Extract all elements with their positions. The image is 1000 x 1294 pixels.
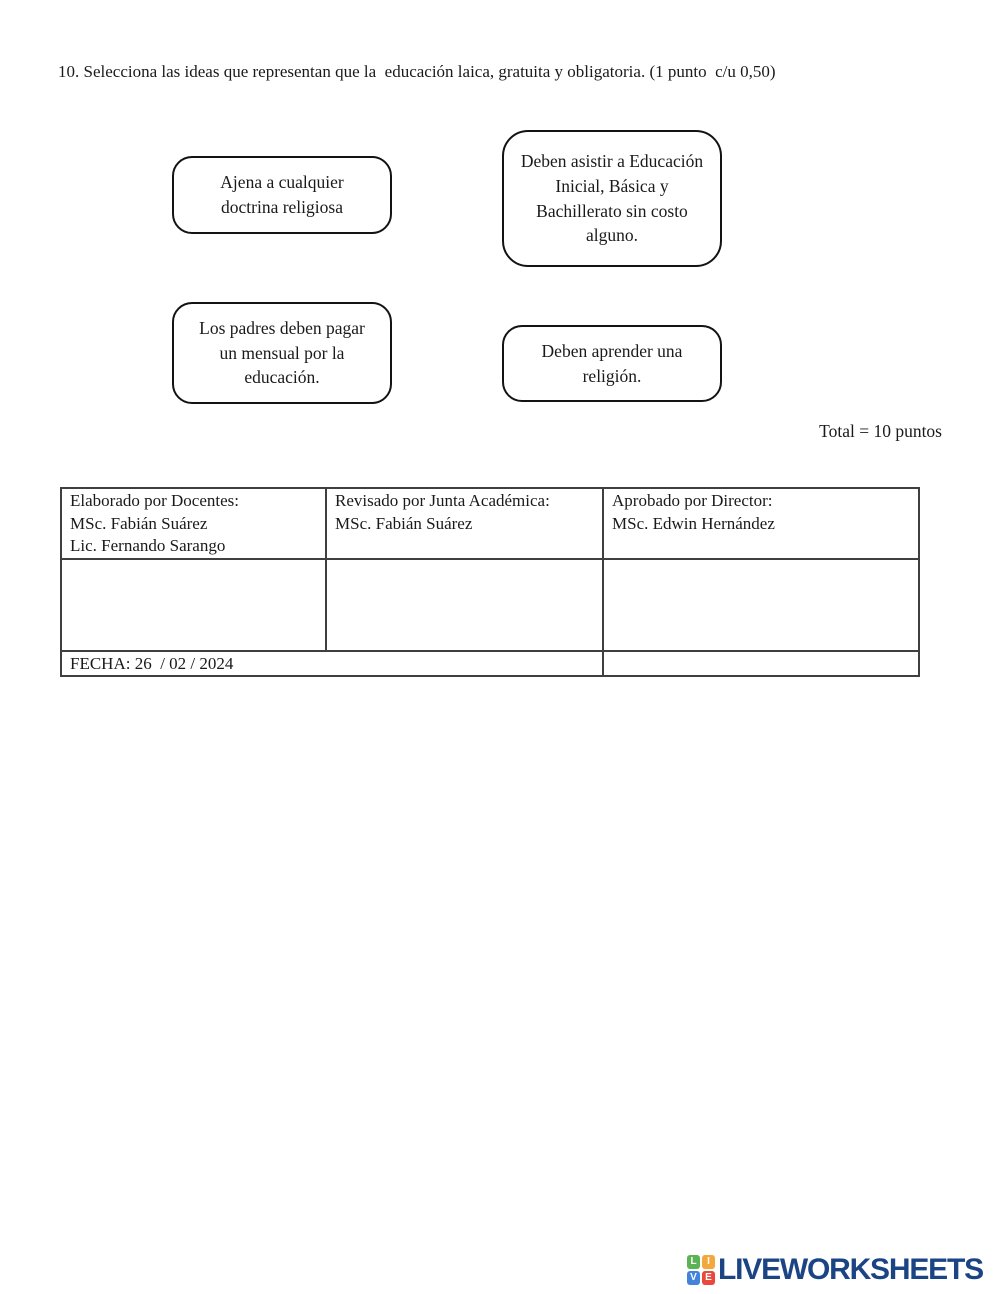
signature-empty-cell [60,557,327,652]
cell-aprobado: Aprobado por Director: MSc. Edwin Hernán… [602,487,920,560]
cell-elaborado: Elaborado por Docentes: MSc. Fabián Suár… [60,487,327,560]
cell-line: MSc. Fabián Suárez [335,513,473,533]
option-label: Ajena a cualquier doctrina religiosa [220,172,344,217]
cell-line: Elaborado por Docentes: [70,491,239,510]
cell-line: Aprobado por Director: [612,491,773,510]
question-text: 10. Selecciona las ideas que representan… [58,62,776,81]
signature-empty-cell [602,557,920,652]
cell-line: MSc. Edwin Hernández [612,513,775,533]
option-label: Deben aprender una religión. [541,340,683,386]
logo-tile-v: V [687,1271,700,1285]
cell-revisado: Revisado por Junta Académica: MSc. Fabiá… [325,487,604,560]
fecha-row: FECHA: 26 / 02 / 2024 [60,649,920,677]
cell-line: Revisado por Junta Académica: [335,491,550,510]
cell-fecha: FECHA: 26 / 02 / 2024 [60,649,604,677]
option-label: Los padres deben pagar un mensual por la… [199,317,365,388]
signature-blank-row [60,557,920,652]
liveworksheets-wordmark: LIVEWORKSHEETS [718,1253,984,1286]
cell-line: MSc. Fabián Suárez [70,513,208,533]
logo-tile-l: L [687,1255,700,1269]
signature-empty-cell [325,557,604,652]
cell-line: Lic. Fernando Sarango [70,536,226,555]
liveworksheets-logo: L I V E LIVEWORKSHEETS [687,1253,984,1287]
option-box-pagar-mensual[interactable]: Los padres deben pagar un mensual por la… [172,302,392,404]
liveworksheets-logo-icon: L I V E [687,1255,715,1285]
logo-tile-i: I [702,1255,715,1269]
total-points-label: Total = 10 puntos [819,421,942,441]
logo-tile-e: E [702,1271,715,1285]
option-label: Deben asistir a Educación Inicial, Básic… [520,150,704,246]
option-box-ajena-doctrina[interactable]: Ajena a cualquier doctrina religiosa [172,156,392,234]
table-ghost-cell [602,649,920,677]
signature-header-row: Elaborado por Docentes: MSc. Fabián Suár… [60,487,920,560]
signature-table: Elaborado por Docentes: MSc. Fabián Suár… [60,487,920,677]
option-box-aprender-religion[interactable]: Deben aprender una religión. [502,325,722,402]
option-box-sin-costo[interactable]: Deben asistir a Educación Inicial, Básic… [502,130,722,267]
